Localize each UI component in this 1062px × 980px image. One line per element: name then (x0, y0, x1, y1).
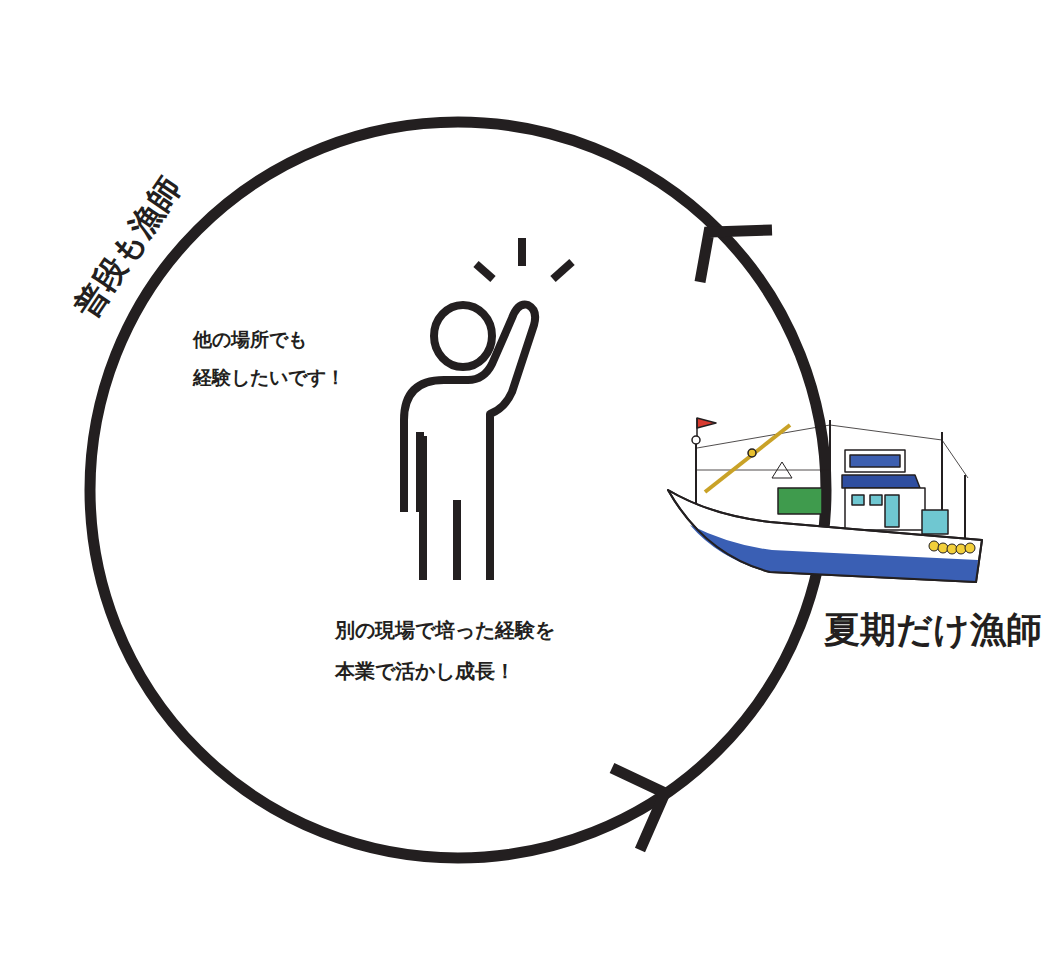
growth-text: 別の現場で培った経験を 本業で活かし成長！ (335, 610, 625, 692)
arrow-head (612, 768, 665, 850)
person-icon (404, 238, 572, 580)
arrow-head (700, 230, 772, 282)
cycle-circle (90, 122, 826, 858)
speech-text: 他の場所でも 経験したいです！ (193, 320, 373, 396)
summer-label: 夏期だけ漁師 (824, 608, 1056, 651)
fishing-boat (668, 418, 982, 582)
